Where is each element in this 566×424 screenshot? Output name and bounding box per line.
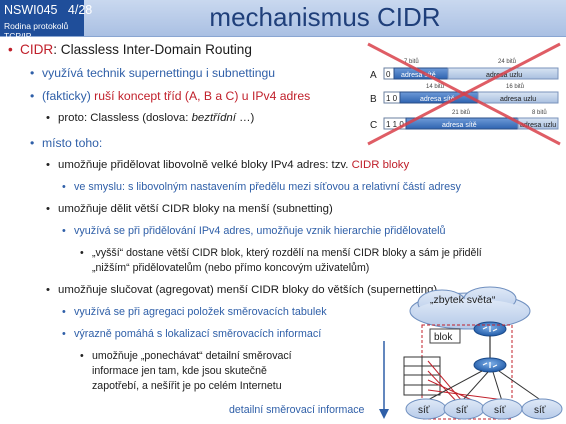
class-b-left-bits: 14 bitů <box>426 83 444 90</box>
cross-line-2 <box>367 42 561 146</box>
bullet-keep-3: zapotřebí, a nešířit je po celém Interne… <box>92 380 282 392</box>
net-label-1: síť <box>418 405 430 416</box>
class-b-label: B <box>370 94 377 105</box>
class-a-bits: 0 <box>386 70 391 79</box>
class-diagram: A 0 adresa sítě adresa uzlu 7 bitů 24 bi… <box>367 42 561 146</box>
bullet-meaning: •ve smyslu: s libovolným nastavením před… <box>62 181 461 193</box>
network-diagram: „zbytek světa“ blok síť síť s <box>379 286 563 420</box>
class-b-net-label: adresa sítě <box>420 96 455 103</box>
class-a-label: A <box>370 70 377 81</box>
class-b-host <box>477 91 559 104</box>
class-b-right-bits: 16 bitů <box>506 83 524 90</box>
class-a-host-label: adresa uzlu <box>486 72 522 79</box>
net-label-2: síť <box>456 405 468 416</box>
bullet-instead: •místo toho: <box>30 136 103 150</box>
bullet-supernetting: •umožňuje slučovat (agregovat) menší CID… <box>46 284 438 296</box>
class-a-right-bits: 24 bitů <box>498 58 516 65</box>
bullet-keep-2: informace jen tam, kde jsou skutečně <box>92 365 267 377</box>
course-name: Rodina protokolů TCP/IP <box>4 21 69 41</box>
slide-title: mechanismus CIDR <box>209 2 441 32</box>
internet-cloud <box>409 286 531 330</box>
bullet-techniques: •využívá technik supernettingu i subnett… <box>30 66 276 80</box>
detail-axis-arrowhead <box>379 409 389 419</box>
routing-table <box>403 356 441 396</box>
class-c-host-label: adresa uzlu <box>520 122 556 129</box>
bullet-cidr: •CIDR: Classless Inter-Domain Routing <box>8 42 252 57</box>
class-c-bits: 1 1 0 <box>386 120 404 129</box>
class-c-left-bits: 21 bitů <box>452 109 470 116</box>
class-a-left-bits: 7 bitů <box>404 58 419 65</box>
bullet-classless: •proto: Classless (doslova: beztřídní …) <box>46 112 255 124</box>
router-upper <box>473 321 507 337</box>
net-label-3: síť <box>494 405 506 416</box>
course-box: NSWI045 4/28 Rodina protokolů TCP/IP <box>0 0 92 41</box>
net-cloud-4 <box>521 398 563 420</box>
links-to-nets <box>425 370 543 402</box>
bullet-classes: •(fakticky) ruší koncept tříd (A, B a C)… <box>30 89 311 103</box>
bullet-subnetting: •umožňuje dělit větší CIDR bloky na menš… <box>46 203 333 215</box>
block-label: blok <box>434 332 453 343</box>
net-label-4: síť <box>534 405 546 416</box>
class-a-net-label: adresa sítě <box>401 72 436 79</box>
bullet-higher-lower-1: •„vyšší“ dostane větší CIDR blok, který … <box>80 247 482 259</box>
class-c-net-label: adresa sítě <box>442 122 477 129</box>
bullet-keep-1: •umožňuje „ponechávat“ detailní směrovac… <box>80 350 292 362</box>
bullet-allocate: •umožňuje přidělovat libovolně velké blo… <box>46 159 410 171</box>
bullet-hierarchy: •využívá se při přidělování IPv4 adres, … <box>62 225 446 237</box>
course-code: NSWI045 4/28 <box>4 3 93 17</box>
detail-axis-label: detailní směrovací informace <box>229 404 365 416</box>
class-b-host-label: adresa uzlu <box>500 96 536 103</box>
cloud-label: „zbytek světa“ <box>430 294 496 306</box>
bullet-aggregation: •využívá se při agregaci položek směrova… <box>62 306 327 318</box>
slide-header: NSWI045 4/28 Rodina protokolů TCP/IP mec… <box>0 0 566 41</box>
router-lower <box>473 357 507 373</box>
class-c-right-bits: 8 bitů <box>532 109 547 116</box>
block-box <box>429 328 461 344</box>
class-c-label: C <box>370 120 377 131</box>
class-b-bits: 1 0 <box>386 94 398 103</box>
bullet-higher-lower-2: „nižším“ přidělovatelům (nebo přímo konc… <box>92 262 370 274</box>
bullet-localization: •výrazně pomáhá s lokalizací směrovacích… <box>62 328 322 340</box>
